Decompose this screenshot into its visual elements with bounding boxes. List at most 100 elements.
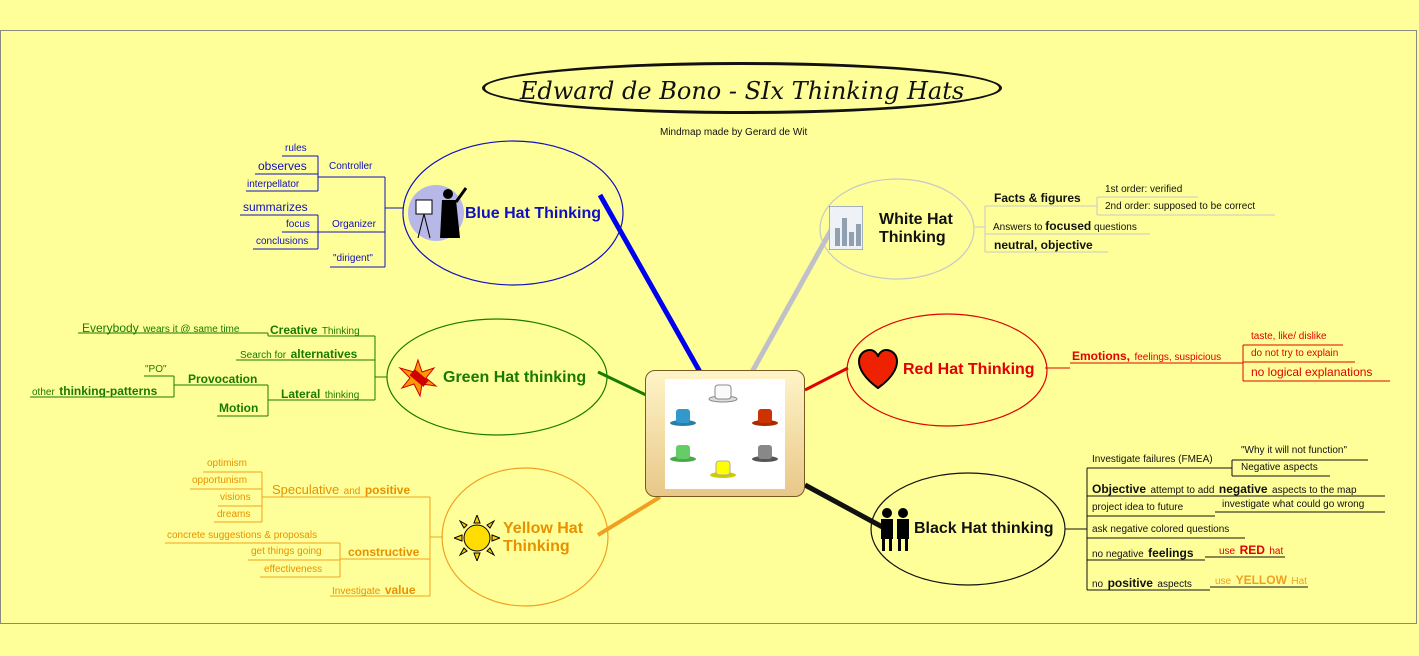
blue-hat-name: Blue Hat Thinking [465,205,601,222]
white-hat-name: White Hat Thinking [879,211,953,248]
green-lateral-thinking: thinking [324,390,360,401]
green-creative-word: Creative [270,323,318,337]
red-no-logical: no logical explanations [1251,365,1373,379]
white-first-order: 1st order: verified [1105,184,1183,195]
green-lateral: Lateral thinking [281,386,359,402]
yellow-concrete: concrete suggestions & proposals [167,530,318,541]
black-objective: Objective attempt to add negative aspect… [1092,481,1357,497]
yellow-dreams: dreams [217,509,251,520]
blue-conclusions: conclusions [256,236,309,247]
black-hat-name: Black Hat thinking [914,520,1054,537]
yellow-hat-name-line2: Thinking [503,538,570,556]
subtitle: Mindmap made by Gerard de Wit [660,127,808,138]
red-do-not: do not try to explain [1251,348,1339,359]
black-feelings: feelings [1148,546,1194,560]
green-other: other thinking-patterns [32,383,157,399]
hat-green [670,445,696,462]
green-sub-branches [30,332,387,417]
yellow-speculative: Speculative and positive [272,482,410,498]
red-emotions: Emotions, feelings, suspicious [1072,348,1221,364]
blue-interpellator: interpellator [247,179,300,190]
white-answers: Answers to focused questions [993,220,1137,233]
yellow-constructive: constructive [348,545,420,559]
hat-white [708,384,738,403]
white-answers-pre: Answers to [993,222,1043,233]
white-hat-name-line2: Thinking [879,229,946,247]
white-sub-branches [975,196,1275,253]
bar-chart-icon [829,206,863,250]
yellow-and: and [343,486,361,497]
page-title: Edward de Bono - SIx Thinking Hats [519,77,965,105]
green-creative-thinking: Thinking [321,326,360,337]
green-branch-line [597,370,647,397]
green-search-for: Search for [240,350,287,361]
blue-branch-line [597,193,703,374]
hat-gray [752,445,778,462]
red-emotions-word: Emotions, [1072,349,1131,363]
blue-focus: focus [286,219,310,230]
yellow-effectiveness: effectiveness [264,564,323,575]
green-everybody: Everybody wears it @ same time [82,320,239,336]
hat-blue [670,409,696,426]
six-hats-photo [665,379,785,489]
black-negative: negative [1218,482,1268,496]
yellow-branch-line [596,495,662,537]
hats-icon [670,384,778,478]
yellow-hat-name: Yellow Hat Thinking [503,520,583,557]
black-red-word: RED [1239,543,1265,557]
black-project-idea: project idea to future [1092,502,1184,513]
white-hat-ellipse [819,178,975,280]
yellow-speculative-word: Speculative [272,482,340,497]
black-negative-aspects: Negative aspects [1241,462,1318,473]
black-aspects: aspects [1157,579,1192,590]
yellow-visions: visions [220,492,251,503]
yellow-get-things: get things going [251,546,322,557]
blue-observes: observes [258,159,307,173]
green-provocation: Provocation [188,372,258,386]
red-taste: taste, like/ dislike [1251,331,1327,342]
black-use1: use [1219,546,1236,557]
yellow-hat-name-line1: Yellow Hat [503,520,584,537]
blue-controller: Controller [329,161,373,172]
black-no: no [1092,579,1104,590]
black-use-red: use RED hat [1219,542,1283,558]
black-sub-branches [1065,459,1385,591]
black-objective-word: Objective [1092,482,1147,496]
white-neutral: neutral, objective [994,238,1093,252]
green-creative: Creative Thinking [270,322,360,338]
sun-icon [454,515,500,561]
black-investigate-failures: Investigate failures (FMEA) [1092,454,1213,465]
white-second-order: 2nd order: supposed to be correct [1105,201,1256,212]
yellow-value: value [384,583,416,597]
white-branch-line [749,212,843,374]
white-facts: Facts & figures [994,191,1081,205]
yellow-sub-branches [165,471,443,597]
black-why-not: "Why it will not function" [1241,445,1348,456]
green-everybody-word: Everybody [82,321,139,335]
green-motion: Motion [219,401,259,415]
green-alternatives: alternatives [290,347,358,361]
green-thinking-patterns: thinking-patterns [59,384,158,398]
green-wears: wears it @ same time [143,324,240,335]
red-branch-line [804,366,849,392]
hat-yellow [710,460,736,478]
green-po: "PO" [145,364,167,375]
yellow-opportunism: opportunism [192,475,248,486]
red-hat-ellipse [846,313,1048,427]
white-answers-focused: focused [1045,219,1092,233]
green-lateral-word: Lateral [281,387,321,401]
red-sub-branches [1045,344,1390,382]
black-investigate-wrong: investigate what could go wrong [1222,499,1365,510]
black-yellow-word: YELLOW [1235,573,1287,587]
blue-organizer: Organizer [332,219,376,230]
judges-icon [881,508,909,551]
center-hats-image [645,370,805,497]
black-aspects-to-map: aspects to the map [1272,485,1357,496]
black-no-negative: no negative feelings [1092,545,1194,561]
blue-dirigent: "dirigent" [333,253,373,264]
title-ellipse: Edward de Bono - SIx Thinking Hats [482,62,1002,114]
black-no-negative-word: no negative [1092,549,1144,560]
blue-sub-branches [240,155,403,268]
conductor-icon [415,187,468,239]
